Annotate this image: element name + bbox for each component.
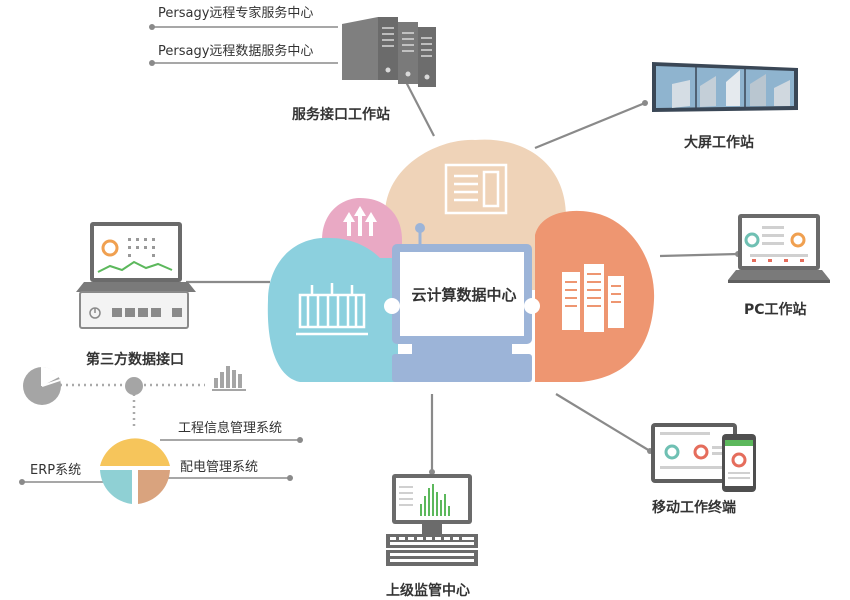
system-label-distribution: 配电管理系统: [180, 460, 259, 475]
central-monitor: [384, 223, 540, 382]
service-interface-label: 服务接口工作站: [292, 107, 390, 123]
server-tower-icon: [342, 17, 436, 87]
server-label-data: Persagy远程数据服务中心: [158, 44, 314, 59]
connector-big-screen: [534, 101, 646, 150]
transformer-icon: [296, 283, 368, 336]
server-label-expert: Persagy远程专家服务中心: [158, 6, 314, 21]
cloud-blue-lobe: [267, 237, 398, 382]
bar-chart-icon: [212, 366, 246, 391]
connector-lines: [22, 26, 739, 483]
third-party-device: [76, 222, 196, 329]
server-rack-slots: [565, 273, 621, 307]
hub-node: [125, 377, 143, 395]
supervisor-label: 上级监管中心: [386, 583, 470, 599]
antenna-dot: [415, 223, 425, 233]
systems-pie: [100, 438, 170, 504]
upload-arrows-icon: [343, 206, 377, 236]
data-center-label: 云计算数据中心: [411, 286, 517, 304]
pc-label: PC工作站: [744, 302, 807, 318]
big-screen-display: [652, 62, 798, 112]
cabinet-icon: [444, 163, 508, 215]
third-party-label: 第三方数据接口: [86, 352, 184, 368]
mobile-devices: [651, 423, 756, 492]
connector-mobile: [555, 393, 651, 452]
system-label-erp: ERP系统: [30, 463, 82, 478]
cloud-data-center: [267, 139, 655, 382]
supervisor-desktop: [386, 474, 478, 566]
big-screen-label: 大屏工作站: [684, 135, 754, 151]
pc-laptop: [728, 214, 830, 283]
system-label-engineering: 工程信息管理系统: [178, 421, 283, 436]
connector-service-interface: [404, 79, 435, 137]
mobile-label: 移动工作终端: [652, 500, 736, 516]
connector-pc: [659, 252, 739, 258]
pie-chart-icon: [23, 366, 61, 405]
systems-cluster: [23, 366, 246, 504]
